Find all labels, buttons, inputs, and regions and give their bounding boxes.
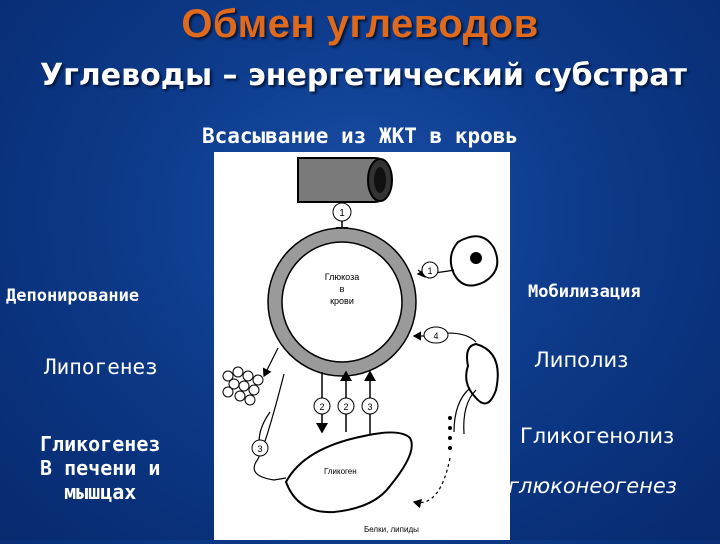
marker-1-right: 1 bbox=[421, 261, 439, 279]
glycogenesis-line3: мышцах bbox=[64, 480, 137, 504]
gluconeogenesis-label: глюконеогенез bbox=[508, 474, 677, 498]
marker-2b-text: 2 bbox=[343, 402, 348, 412]
marker-2a-text: 2 bbox=[319, 402, 324, 412]
proteins-lipids-label: Белки, липиды bbox=[364, 525, 419, 534]
lipolysis-label: Липолиз bbox=[534, 348, 629, 372]
marker-2a: 2 bbox=[313, 397, 331, 415]
fat-cells-icon bbox=[222, 366, 264, 406]
glycogenesis-label: Гликогенез В печени и мышцах bbox=[40, 432, 160, 504]
center-glucose-text: Глюкоза bbox=[325, 272, 359, 282]
glycogenesis-line2: В печени и bbox=[40, 456, 161, 480]
metabolism-diagram: 1 Глюкоза в крови 1 bbox=[214, 152, 510, 540]
liver-icon bbox=[284, 431, 413, 514]
mobilization-label: Мобилизация bbox=[528, 282, 641, 302]
slide-title: Обмен углеводов bbox=[181, 2, 539, 46]
center-in-text: в bbox=[340, 284, 345, 294]
kidney-icon bbox=[465, 342, 499, 405]
deposition-label: Депонирование bbox=[6, 286, 140, 306]
marker-3: 3 bbox=[361, 397, 379, 415]
marker-2b: 2 bbox=[337, 397, 355, 415]
diagram-svg: 1 Глюкоза в крови 1 bbox=[222, 157, 499, 534]
center-blood-text: крови bbox=[330, 296, 354, 306]
marker-3-text: 3 bbox=[367, 402, 372, 412]
marker-1-top: 1 bbox=[332, 202, 352, 222]
marker-3-left-text: 3 bbox=[257, 444, 262, 454]
glycogenesis-line1: Гликогенез bbox=[40, 432, 161, 456]
liver-label: Гликоген bbox=[324, 467, 357, 476]
slide-subtitle: Углеводы – энергетический субстрат bbox=[40, 58, 687, 93]
marker-3-left: 3 bbox=[251, 439, 269, 457]
glycogenolysis-label: Гликогенолиз bbox=[520, 424, 675, 448]
marker-1-right-text: 1 bbox=[427, 266, 432, 276]
marker-4: 4 bbox=[423, 326, 449, 344]
lipogenesis-label: Липогенез bbox=[44, 355, 158, 379]
intestine-icon bbox=[297, 157, 393, 203]
marker-1-top-text: 1 bbox=[339, 208, 345, 219]
cell-icon bbox=[449, 235, 499, 287]
marker-4-text: 4 bbox=[433, 331, 438, 341]
absorption-label: Всасывание из ЖКТ в кровь bbox=[201, 124, 519, 148]
dotted-path bbox=[448, 416, 452, 450]
